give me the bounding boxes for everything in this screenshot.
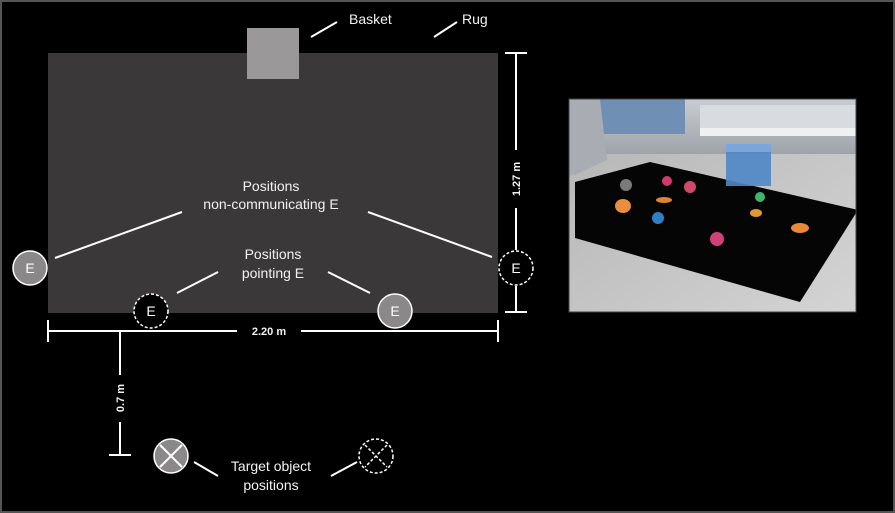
height-dimension <box>505 52 527 313</box>
width-dimension <box>47 320 499 342</box>
setup-photo <box>568 98 857 313</box>
rug-area <box>48 53 498 313</box>
e-marker-label: E <box>390 303 399 319</box>
basket-leader-line <box>310 21 338 38</box>
rug-leader-line <box>433 21 458 38</box>
offset-dimension-label: 0.7 m <box>115 384 127 412</box>
photo-rug <box>575 162 856 302</box>
e-marker-label: E <box>511 260 520 276</box>
e-marker-label: E <box>146 303 155 319</box>
width-dimension-label: 2.20 m <box>252 326 286 338</box>
e-marker-noncomm-right <box>498 250 534 286</box>
photo-basket <box>726 148 771 186</box>
target-line-left <box>193 461 219 477</box>
target-label-line2: positions <box>243 477 298 493</box>
target-solid-icon <box>153 438 189 474</box>
noncomm-line-right <box>367 211 493 258</box>
pointing-label-line2: pointing E <box>242 265 304 281</box>
noncomm-line-left <box>54 211 183 259</box>
noncomm-label-line1: Positions <box>243 178 300 194</box>
target-dashed-icon <box>358 438 394 474</box>
e-marker-noncomm-left <box>12 250 48 286</box>
e-marker-pointing-right <box>377 293 413 329</box>
pointing-line-left <box>176 271 219 294</box>
noncomm-label-line2: non-communicating E <box>203 196 338 212</box>
pointing-label-line1: Positions <box>245 246 302 262</box>
basket-box <box>247 28 299 79</box>
e-marker-pointing-left <box>133 293 169 329</box>
target-line-right <box>330 461 358 477</box>
height-dimension-label: 1.27 m <box>511 162 523 196</box>
offset-dimension <box>109 331 131 456</box>
pointing-line-right <box>327 271 371 294</box>
e-marker-label: E <box>25 260 34 276</box>
rug-label: Rug <box>462 11 488 27</box>
target-label-line1: Target object <box>231 458 311 474</box>
basket-label: Basket <box>349 11 392 27</box>
